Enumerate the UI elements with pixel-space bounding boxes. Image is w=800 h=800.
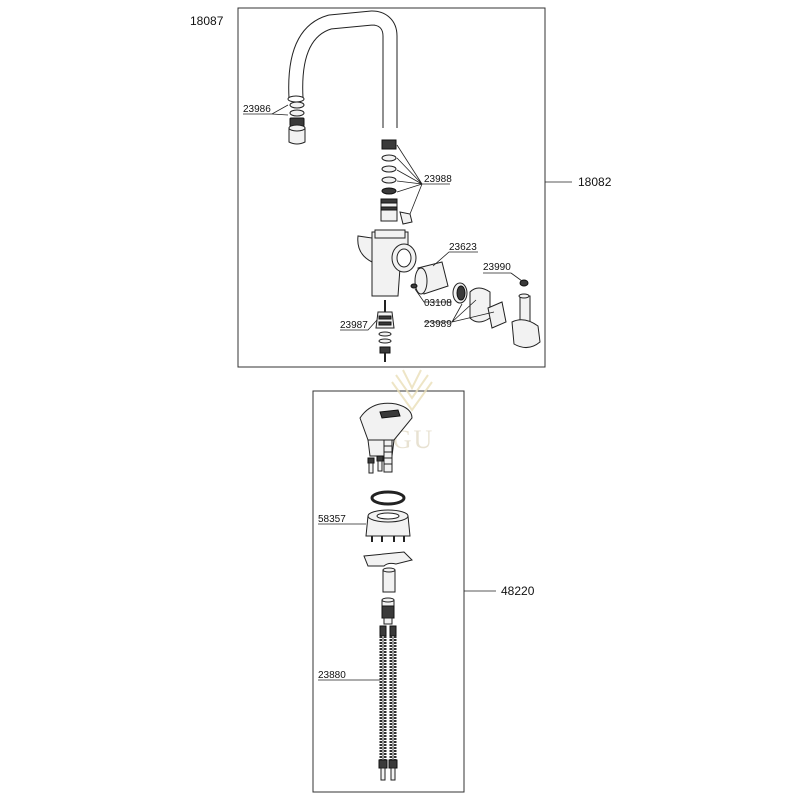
clamp-plate: [363, 551, 413, 567]
leader-23990: [483, 272, 523, 282]
spout-connector-stack: [380, 139, 413, 225]
fixing-kit: [375, 300, 395, 362]
leader-23623: [432, 251, 478, 267]
flexible-hoses: [378, 625, 398, 781]
tap-body: [357, 229, 417, 297]
bottom-assembly-frame: [312, 390, 465, 793]
leader-23988: [396, 144, 450, 215]
part-label-23989: 23989: [424, 319, 452, 330]
threaded-rod: [383, 439, 393, 473]
part-label-23987: 23987: [340, 320, 368, 331]
small-screw: [410, 283, 418, 289]
assembly-label-48220: 48220: [501, 584, 535, 598]
top-assembly-frame: [237, 7, 546, 368]
leader-23987: [340, 319, 378, 331]
lever-handle: [511, 279, 541, 348]
spacer-sleeve: [382, 567, 396, 593]
part-label-23990: 23990: [483, 262, 511, 273]
ring-stack: [452, 282, 507, 329]
seal-ring: [370, 490, 406, 506]
model-number-label: 18087: [190, 14, 224, 28]
aerator-parts: [288, 101, 306, 145]
mounting-plate: [359, 402, 413, 457]
cartridge: [414, 261, 449, 295]
base-ring: [365, 509, 411, 542]
leader-03108: [414, 288, 452, 303]
leader-23989: [424, 299, 495, 323]
hex-fitting: [381, 605, 395, 625]
part-label-58357: 58357: [318, 514, 346, 525]
part-label-23986: 23986: [243, 104, 271, 115]
part-label-23988: 23988: [424, 174, 452, 185]
part-label-23623: 23623: [449, 242, 477, 253]
part-label-23880: 23880: [318, 670, 346, 681]
stud-screws: [367, 455, 384, 474]
leader-23986: [243, 104, 289, 116]
assembly-label-18082: 18082: [578, 175, 612, 189]
part-label-03108: 03108: [424, 298, 452, 309]
